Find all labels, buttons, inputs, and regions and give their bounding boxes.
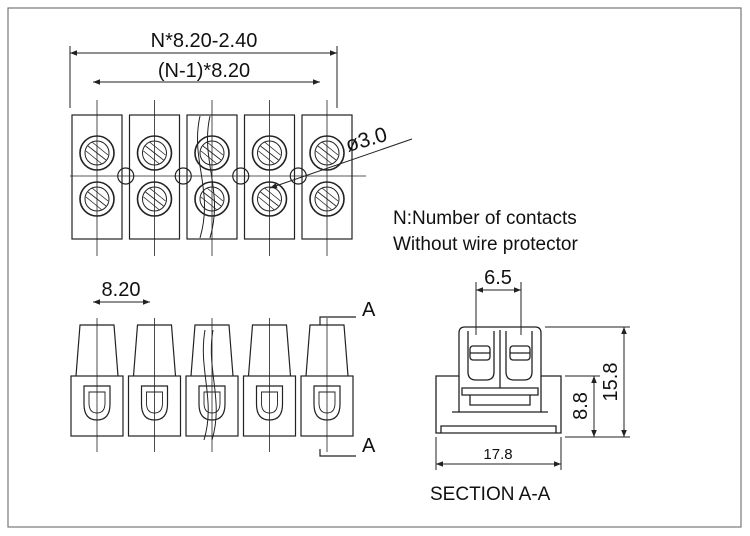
screw-head [79,181,115,217]
section-mark-top: A [362,299,376,321]
terminal-front [300,318,354,452]
mounting-hole [174,167,192,185]
section-base-height-dimension [565,375,600,437]
terminal-front [70,318,124,452]
screw-head [309,181,345,217]
section-title: SECTION A-A [430,484,551,505]
terminal-top [186,100,250,256]
pitch-span-label: (N-1)*8.20 [158,60,250,82]
front-view [70,318,354,452]
note-contacts: N:Number of contacts [393,208,577,229]
section-total-height-label: 15.8 [600,363,622,402]
terminal-front [242,318,297,452]
screw-head [136,135,173,171]
overall-length-dimension [69,46,338,108]
pitch-label: 8.20 [102,279,141,301]
section-width-label: 17.8 [483,446,512,463]
terminal-top [128,100,192,256]
section-base-height-label: 8.8 [570,392,592,420]
top-view [70,100,366,256]
section-top-width-dimension [475,282,522,335]
screw-head [309,135,345,171]
section-view [435,326,562,434]
overall-length-label: N*8.20-2.40 [151,30,258,52]
mounting-hole [117,167,135,185]
terminal-front [127,318,182,452]
screw-head [194,135,230,171]
screw-head [251,181,288,217]
wire-front [202,329,217,441]
terminal-top [301,100,353,256]
wire-top [197,115,215,239]
note-wire-protector: Without wire protector [393,234,578,255]
section-top-width-label: 6.5 [484,267,512,289]
hole-diameter-leader [269,138,413,189]
section-total-height-dimension [545,326,630,438]
mounting-hole [232,167,250,185]
screw-head [251,135,288,171]
terminal-top [71,100,135,256]
screw-head [136,181,173,217]
terminal-top [243,100,307,256]
hole-diameter-label: ø3.0 [343,123,390,157]
drawing-frame [7,7,742,528]
screw-head [79,135,115,171]
section-mark-bottom: A [362,435,376,457]
section-marker-lines [319,316,356,457]
section-width-dimension [435,437,562,470]
